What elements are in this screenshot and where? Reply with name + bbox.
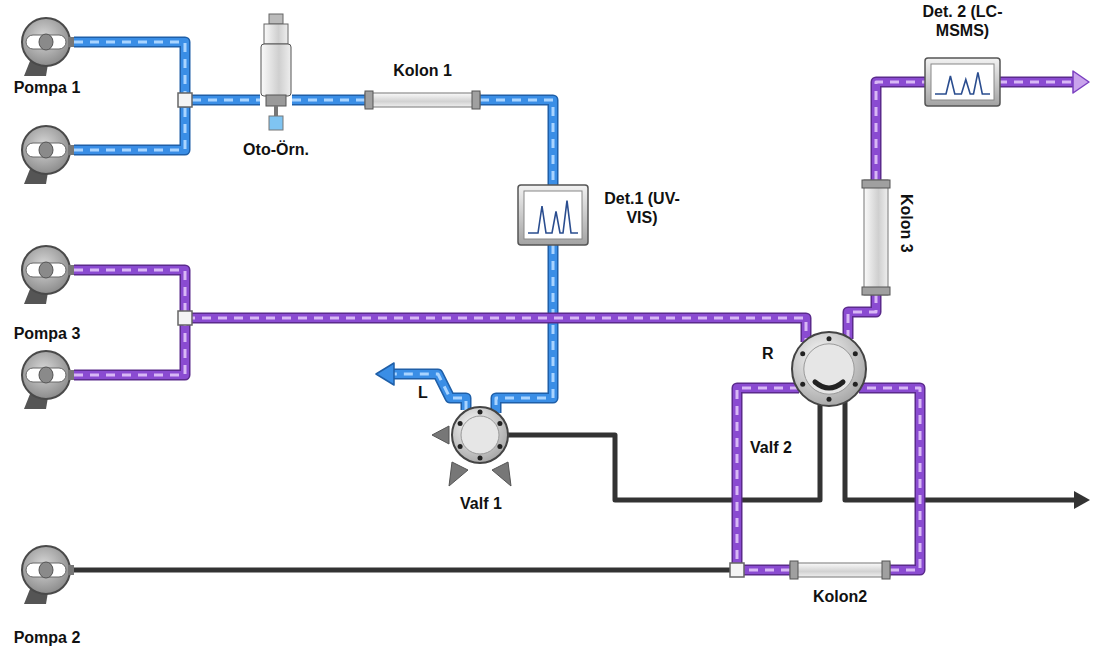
pump-group-shape [18, 540, 74, 610]
pipe [74, 42, 260, 100]
switching-valve-shape [450, 405, 510, 465]
pipe [848, 295, 876, 339]
pipe [859, 388, 920, 570]
detector-box: Det. 2 (LC-MSMS) [925, 58, 1000, 106]
pipe [480, 100, 553, 185]
label-holder: Valf 1 [460, 494, 502, 513]
pipe-stroke [480, 100, 553, 185]
autosampler-shape [260, 14, 292, 132]
node-label: R [762, 344, 774, 363]
column: Kolon 1 [365, 91, 480, 109]
switching-valve-shape [790, 330, 868, 408]
label-holder: Pompa 2 [3, 628, 91, 647]
detector-box-shape [925, 58, 1000, 106]
node-label: Pompa 1 [3, 78, 91, 97]
label-holder: Pompa 3 [3, 324, 91, 343]
pipe [496, 245, 553, 413]
node-label: Pompa 2 [3, 628, 91, 647]
pipe-stroke [292, 96, 365, 104]
pipe [876, 82, 925, 180]
pipe [74, 570, 790, 571]
node-label: L [418, 383, 428, 402]
pipe-stroke [848, 295, 876, 339]
node-label: Pompa 3 [3, 324, 91, 343]
pipe-stroke [74, 42, 260, 100]
node-label: Kolon 1 [362, 61, 483, 80]
label-holder: Kolon 1 [362, 61, 483, 80]
pipe-stroke [848, 295, 876, 339]
pump1-branch-pipe [74, 100, 185, 150]
label-holder: Pompa 1 [3, 78, 91, 97]
pipe-stroke [876, 82, 925, 180]
pipe [737, 388, 799, 570]
pipe-stroke [480, 100, 553, 185]
label-holder: R [762, 344, 774, 363]
pipe-stroke [74, 42, 260, 100]
column-shape [365, 91, 480, 109]
pipe-stroke [859, 388, 920, 570]
pipe-stroke [74, 270, 806, 342]
node-label: Kolon2 [780, 587, 900, 606]
pipe-stroke [496, 245, 553, 413]
node-label: Valf 2 [750, 438, 792, 457]
autosampler: Oto-Örn. [260, 14, 292, 132]
detector-box-shape [518, 185, 588, 245]
detector-box: Det.1 (UV-VIS) [518, 185, 588, 245]
label-holder: Kolon2 [780, 587, 900, 606]
column: Kolon 3 [862, 180, 890, 295]
column: Kolon2 [790, 561, 890, 579]
pipe-stroke [74, 270, 806, 342]
pump-group: Pompa 3 [18, 240, 74, 405]
node-label: Valf 1 [460, 494, 502, 513]
pipe-stroke [496, 245, 553, 413]
pipe-stroke [74, 568, 790, 573]
node-label: Oto-Örn. [226, 140, 326, 159]
pipe-stroke [737, 388, 799, 570]
pump3-branch-pipe [74, 318, 185, 375]
pipe-stroke [496, 245, 553, 413]
switching-valve: RValf 2 [790, 330, 868, 408]
waste-outlet-black [845, 398, 1090, 509]
pump-group-shape [18, 240, 74, 405]
pipe [508, 404, 820, 500]
pipe-stroke [859, 388, 920, 570]
pipe-stroke [848, 295, 876, 339]
pipe-stroke [876, 82, 925, 180]
label-holder: Kolon 3 [897, 194, 916, 253]
node-label: Kolon 3 [897, 194, 916, 253]
pipe-stroke [292, 99, 365, 102]
pipe-stroke [737, 388, 799, 570]
pipe-stroke [292, 95, 365, 106]
pump-group: Pompa 2 [18, 540, 74, 610]
node-label: Det. 2 (LC-MSMS) [907, 2, 1018, 40]
column-shape [862, 180, 890, 295]
pipe-stroke [480, 100, 553, 185]
label-holder: Valf 2 [750, 438, 792, 457]
pipe-stroke [876, 82, 925, 180]
label-holder: L [418, 383, 428, 402]
column-shape [790, 561, 890, 579]
pump-group: Pompa 1 [18, 12, 74, 172]
pipe-stroke [859, 388, 920, 570]
node-label: Det.1 (UV-VIS) [596, 189, 688, 227]
pipe-stroke [74, 42, 260, 100]
tee-fitting [178, 93, 744, 577]
pipe [292, 100, 365, 101]
pipe-stroke [74, 270, 806, 342]
waste-outlet-blue [376, 363, 466, 410]
pipe-stroke [737, 388, 799, 570]
label-holder: Det.1 (UV-VIS) [596, 189, 688, 227]
pipe-stroke [508, 404, 820, 500]
switching-valve: LValf 1 [450, 405, 510, 465]
label-holder: Det. 2 (LC-MSMS) [907, 2, 1018, 40]
ms-outlet [998, 71, 1089, 93]
label-holder: Oto-Örn. [226, 140, 326, 159]
pipe [74, 270, 806, 342]
